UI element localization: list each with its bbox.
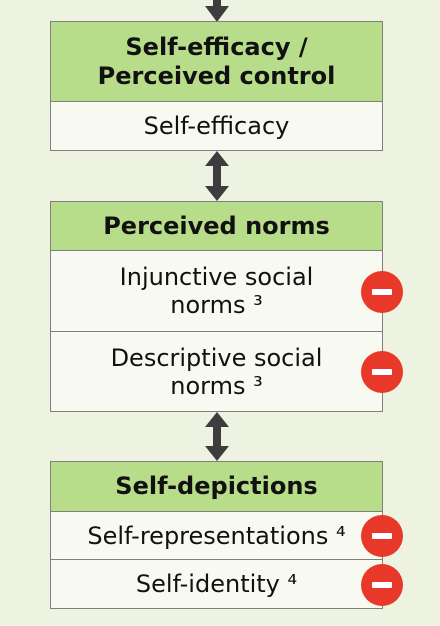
self-efficacy-row: Self-efficacy [143, 112, 290, 140]
minus-circle-icon [361, 564, 403, 606]
injunctive-norms-row: Injunctive social norms ³ [51, 251, 382, 332]
self-depictions-header: Self-depictions [51, 462, 382, 512]
self-efficacy-header: Self-efficacy / Perceived control [51, 22, 382, 102]
perceived-norms-header: Perceived norms [51, 202, 382, 251]
minus-circle-icon [361, 515, 403, 557]
self-efficacy-box: Self-efficacy / Perceived control Self-e… [50, 21, 383, 151]
self-representations-row: Self-representations ⁴ [51, 512, 382, 560]
bidirectional-arrow-icon [205, 151, 229, 201]
minus-circle-icon [361, 271, 403, 313]
self-identity-row: Self-identity ⁴ [135, 570, 298, 598]
descriptive-norms-row: Descriptive social norms ³ [110, 343, 323, 400]
bidirectional-arrow-icon [205, 412, 229, 461]
perceived-norms-box: Perceived norms Injunctive social norms … [50, 201, 383, 412]
minus-circle-icon [361, 351, 403, 393]
self-depictions-box: Self-depictions Self-representations ⁴ S… [50, 461, 383, 609]
top-down-arrow-icon [205, 0, 229, 22]
